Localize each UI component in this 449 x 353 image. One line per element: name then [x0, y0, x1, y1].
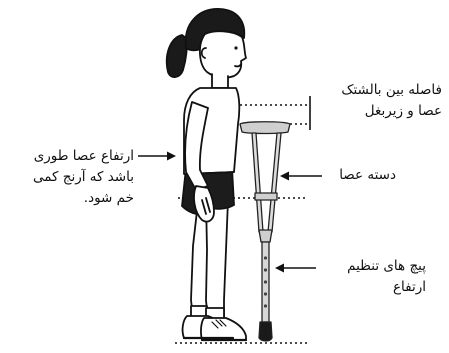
label-handle-line-1: دسته عصا: [316, 165, 396, 186]
label-crutch-height-line-3: خم شود.: [4, 188, 134, 209]
label-height-screws-line-1: پیچ های تنظیم: [314, 256, 426, 277]
arrow-icon-crutch-height: [138, 152, 176, 161]
front-shoe: [201, 318, 246, 340]
neck: [212, 74, 228, 88]
label-height-screws: پیچ های تنظیم ارتفاع: [314, 256, 426, 298]
label-height-screws-line-2: ارتفاع: [314, 277, 426, 298]
crutch-join: [259, 230, 272, 242]
adjustment-hole: [264, 292, 267, 295]
adjustment-hole: [264, 256, 267, 259]
crutch-handgrip: [255, 193, 277, 200]
label-armpit-gap-line-2: عصا و زیربغل: [312, 101, 442, 122]
adjustment-hole: [264, 304, 267, 307]
eye-icon: [234, 46, 237, 49]
label-crutch-height-line-2: باشد که آرنج کمی: [4, 167, 134, 188]
crutch-rail-right: [268, 133, 281, 232]
label-crutch-height-line-1: ارتفاع عصا طوری: [4, 146, 134, 167]
crutch-tip: [259, 322, 272, 341]
adjustment-hole: [264, 280, 267, 283]
label-handle: دسته عصا: [316, 165, 396, 186]
arrow-icon-screws: [275, 264, 316, 273]
label-armpit-gap: فاصله بین بالشتک عصا و زیربغل: [312, 80, 442, 122]
adjustment-hole: [264, 268, 267, 271]
girl-figure: [167, 9, 246, 340]
crutch: [240, 122, 290, 341]
ponytail: [167, 35, 187, 77]
crutch-rail-left: [252, 133, 263, 232]
face: [200, 31, 246, 77]
label-crutch-height: ارتفاع عصا طوری باشد که آرنج کمی خم شود.: [4, 146, 134, 209]
label-armpit-gap-line-1: فاصله بین بالشتک: [312, 80, 442, 101]
crutch-pad: [240, 122, 290, 134]
